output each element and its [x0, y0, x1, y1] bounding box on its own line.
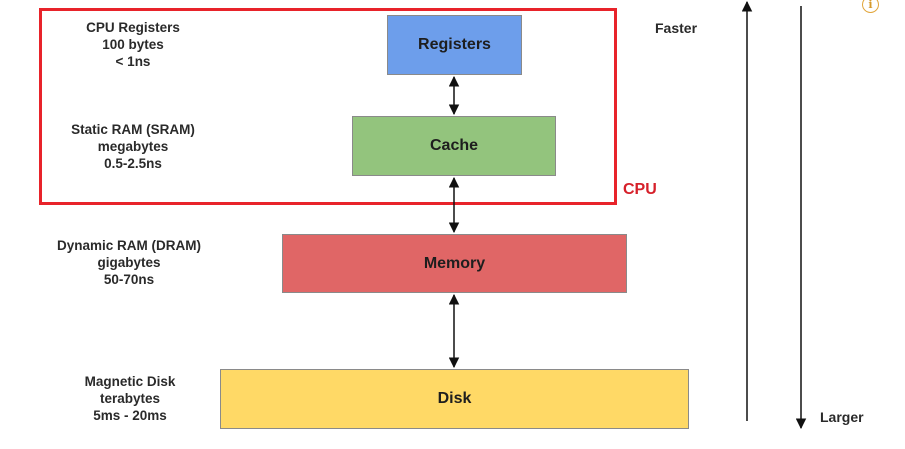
memory-box: Memory: [282, 234, 627, 293]
registers-desc-line-2: 100 bytes: [102, 37, 164, 52]
registers-box: Registers: [387, 15, 522, 75]
memory-description: Dynamic RAM (DRAM) gigabytes 50-70ns: [38, 237, 220, 288]
registers-description: CPU Registers 100 bytes < 1ns: [58, 19, 208, 70]
cache-desc-line-2: megabytes: [97, 139, 169, 154]
disk-desc-line-1: Magnetic Disk: [84, 374, 176, 389]
disk-desc-line-3: 5ms - 20ms: [93, 408, 167, 423]
disk-desc-line-2: terabytes: [99, 391, 161, 406]
memory-desc-line-2: gigabytes: [97, 255, 161, 270]
cpu-boundary: [39, 8, 617, 205]
registers-desc-line-1: CPU Registers: [86, 20, 180, 35]
larger-label: Larger: [820, 409, 864, 425]
cache-box: Cache: [352, 116, 556, 176]
memory-desc-line-1: Dynamic RAM (DRAM): [56, 238, 201, 253]
faster-label: Faster: [655, 20, 698, 36]
cpu-label: CPU: [623, 181, 657, 198]
cache-label: Cache: [429, 137, 479, 154]
cache-description: Static RAM (SRAM) megabytes 0.5-2.5ns: [43, 121, 223, 172]
disk-label: Disk: [437, 390, 472, 407]
disk-box: Disk: [220, 369, 689, 429]
memory-desc-line-3: 50-70ns: [103, 272, 155, 287]
cache-desc-line-1: Static RAM (SRAM): [71, 122, 195, 137]
registers-desc-line-3: < 1ns: [115, 54, 151, 69]
info-icon[interactable]: i: [862, 0, 879, 13]
memory-label: Memory: [423, 254, 486, 272]
disk-description: Magnetic Disk terabytes 5ms - 20ms: [55, 373, 205, 424]
registers-label: Registers: [418, 36, 491, 53]
cache-desc-line-3: 0.5-2.5ns: [104, 156, 162, 171]
